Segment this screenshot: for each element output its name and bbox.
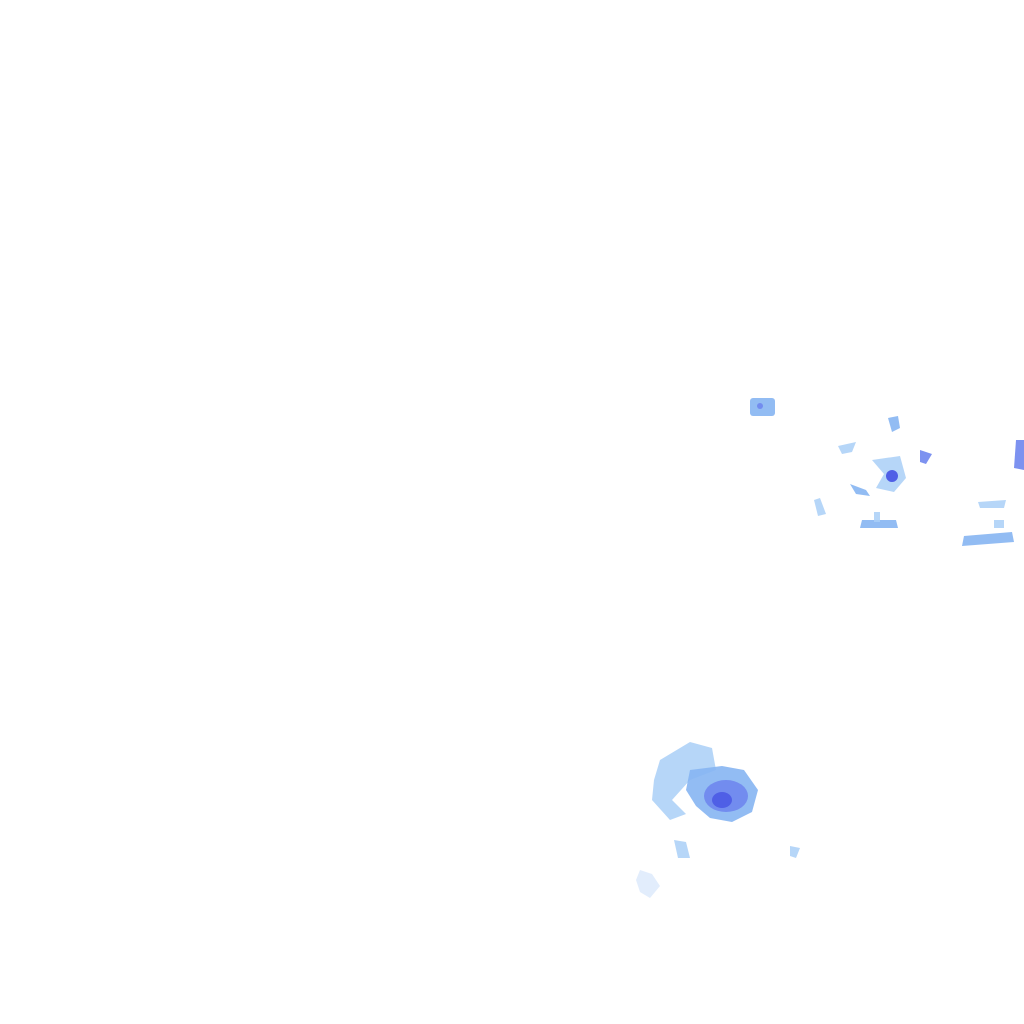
echo-cluster-east bbox=[814, 416, 932, 528]
echo-pixel bbox=[962, 532, 1014, 546]
echo-pixel bbox=[838, 442, 856, 454]
echo-pixel bbox=[850, 484, 870, 496]
echo-band-southeast bbox=[962, 440, 1024, 546]
echo-pixel bbox=[790, 846, 800, 858]
echo-pixel bbox=[978, 500, 1006, 508]
echo-pixel bbox=[920, 450, 932, 464]
echo-pixel bbox=[652, 742, 716, 820]
echo-pixel bbox=[1014, 440, 1024, 470]
echo-pixel bbox=[860, 520, 898, 528]
echo-core bbox=[712, 792, 732, 808]
echo-fragment-southwest bbox=[636, 870, 660, 898]
echo-cell-north bbox=[750, 398, 775, 416]
echo-pixel bbox=[874, 512, 880, 522]
echo-pixel bbox=[674, 840, 690, 858]
echo-pixel bbox=[994, 520, 1004, 528]
echo-pixel bbox=[814, 498, 826, 516]
echo-pixel bbox=[636, 870, 660, 898]
echo-cell-south bbox=[652, 742, 800, 858]
echo-core bbox=[886, 470, 898, 482]
echo-pixel bbox=[888, 416, 900, 432]
echo-pixel bbox=[757, 403, 763, 409]
